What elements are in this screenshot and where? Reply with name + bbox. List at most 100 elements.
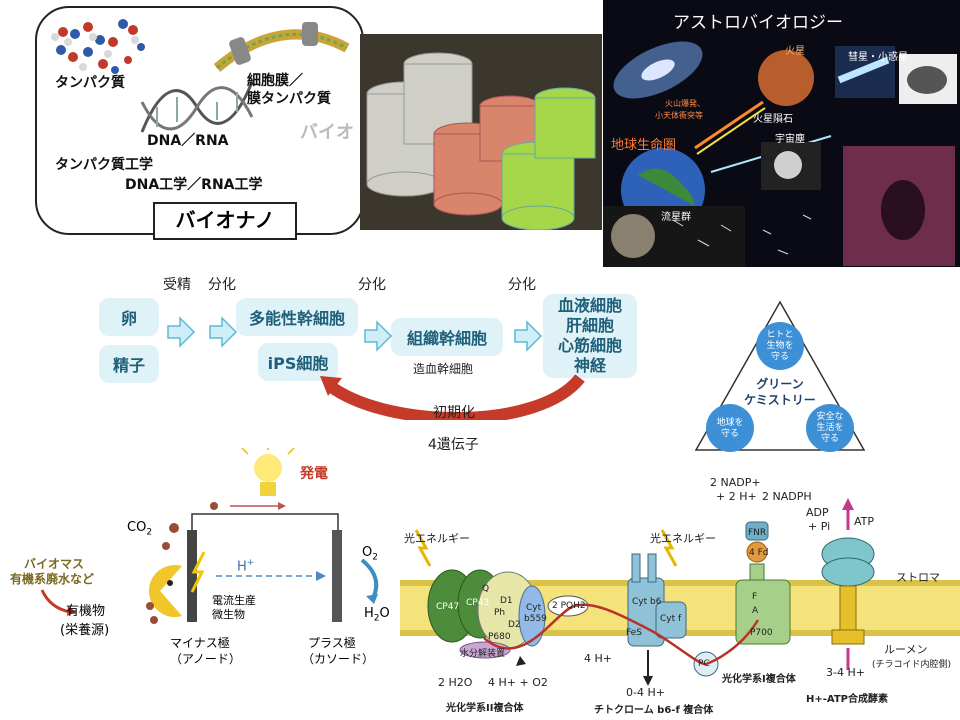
biomass-label-1: バイオマス xyxy=(24,557,85,571)
organic-matter-label-1: 有機物 xyxy=(66,604,106,619)
external-wire xyxy=(191,513,339,544)
d1-label: D1 xyxy=(500,596,513,606)
psii-oxygen-label: 4 H+ + O2 xyxy=(488,676,548,689)
bio-side-label: バイオ xyxy=(300,122,354,143)
cyt-b559-label-1: Cyt xyxy=(526,603,542,613)
adp-label-1: ADP xyxy=(806,506,829,519)
nadph-label: 2 NADPH xyxy=(762,490,812,503)
protein-structure-image xyxy=(51,19,145,74)
biomass-arrow xyxy=(40,589,71,614)
stroma-label: ストロマ xyxy=(896,571,940,584)
dna-rna-engineering-label: DNA工学／RNA工学 xyxy=(125,177,263,193)
p700-label: P700 xyxy=(750,628,773,638)
cyt-b559 xyxy=(518,585,546,647)
electron-transport-path xyxy=(483,603,760,666)
reprogramming-arrow xyxy=(326,374,585,420)
petri-dishes-image xyxy=(360,34,602,230)
biosphere-label: 地球生命圏 xyxy=(611,138,677,153)
fuel-cell-diagram xyxy=(40,448,379,624)
meteor-shower-label: 流星群 xyxy=(661,212,691,223)
light-energy-label-1: 光エネルギー xyxy=(404,532,470,545)
psi-f-label: F xyxy=(752,592,758,602)
lightning-icon xyxy=(190,551,206,593)
psii-title: 光化学系II複合体 xyxy=(446,703,524,714)
cell-membrane-label: 細胞膜／ xyxy=(247,73,303,89)
co2-label: CO2 xyxy=(127,520,153,538)
differentiated-cells-box: 血液細胞 肝細胞 心筋細胞 神経 xyxy=(543,294,637,378)
power-generation-label: 発電 xyxy=(300,466,328,482)
atp-proton-label: 3-4 H+ xyxy=(826,666,865,679)
dna-helix-image xyxy=(140,81,254,133)
microbe-label-2: 微生物 xyxy=(212,608,245,621)
arrow-right-icon xyxy=(167,316,196,348)
fd-label: 4 Fd xyxy=(749,548,769,558)
protect-humans-label: ヒトと生物を守る xyxy=(766,330,794,362)
astrobiology-title: アストロバイオロジー xyxy=(673,13,843,33)
differentiation-label-3: 分化 xyxy=(508,277,536,293)
p680-label: P680 xyxy=(488,632,511,642)
fnr-label: FNR xyxy=(748,528,767,538)
protein-engineering-label: タンパク質工学 xyxy=(55,157,153,173)
lumen-label-2: (チラコイド内腔側) xyxy=(872,660,952,670)
meteor-image xyxy=(611,214,655,258)
bio-nano-panel: タンパク質 細胞膜／ 膜タンパク質 DNA／RNA タンパク質工学 DNA工学／… xyxy=(35,6,364,235)
protect-life-label: 安全な生活を守る xyxy=(816,412,844,444)
dna-rna-label: DNA／RNA xyxy=(147,133,229,149)
quinone-label: Q xyxy=(482,584,490,594)
lumen-label-1: ルーメン xyxy=(884,643,928,656)
petri-dish-photo: バイオ xyxy=(360,34,602,230)
fnr xyxy=(745,521,769,541)
cathode-electrode xyxy=(332,530,342,622)
lightning-icon-2 xyxy=(660,529,678,567)
adp-label-2: + Pi xyxy=(808,520,831,533)
anode-label-2: （アノード） xyxy=(170,652,241,666)
volcano-label: 火山爆発、 xyxy=(665,99,705,108)
pluripotent-stem-cell-box: 多能性幹細胞 xyxy=(236,298,358,336)
mars-label: 火星 xyxy=(785,46,805,57)
oxygen-arrow xyxy=(360,558,379,601)
light-bulb-icon xyxy=(254,454,282,482)
cyt-b559-label-2: b559 xyxy=(524,614,547,624)
differentiation-label-1: 分化 xyxy=(208,277,236,293)
astro-graphics xyxy=(603,41,957,267)
comet-label: 彗星・小惑星 xyxy=(848,52,908,63)
green-chemistry-title: グリーンケミストリー xyxy=(744,377,816,407)
anode-label-1: マイナス極 xyxy=(170,636,230,650)
neuron-label: 神経 xyxy=(573,356,606,375)
arrow-right-icon-4 xyxy=(514,320,543,352)
astrobiology-panel: アストロバイオロジー 火星 彗星・小惑星 火山爆発、 小天体衝突等 火星隕石 地… xyxy=(603,0,960,267)
sperm-box: 精子 xyxy=(99,345,159,383)
atp-synthase-title: H+-ATP合成酵素 xyxy=(806,694,889,705)
cell-membrane-image xyxy=(213,22,350,72)
four-genes-label: 4遺伝子 xyxy=(428,437,479,453)
bio-nano-title: バイオナノ xyxy=(153,202,297,240)
h2o-label: H2O xyxy=(364,606,390,624)
microbe-icon xyxy=(148,565,183,618)
comet-image xyxy=(837,56,890,84)
hematopoietic-stem-cell-label: 造血幹細胞 xyxy=(413,362,474,376)
cyt-b6-label: Cyt b6 xyxy=(632,597,662,607)
orange-arrow xyxy=(694,100,764,150)
proton-label: H+ xyxy=(237,558,255,575)
reprogramming-label: 初期化 xyxy=(433,405,475,421)
tissue-stem-cell-box: 組織幹細胞 xyxy=(391,318,503,356)
mars-meteorite-label: 火星隕石 xyxy=(753,114,793,125)
microbe-label-1: 電流生産 xyxy=(212,594,256,607)
atp-label: ATP xyxy=(854,515,875,528)
d2-label: D2 xyxy=(508,620,521,630)
reprogramming-arrowhead xyxy=(320,376,342,396)
o2-label: O2 xyxy=(362,545,378,563)
arrow-right-icon-3 xyxy=(364,320,393,352)
protein-label: タンパク質 xyxy=(55,75,125,91)
cathode-label-2: （カソード） xyxy=(302,652,375,666)
organic-matter-label-2: (栄養源) xyxy=(60,623,110,638)
protect-earth-label: 地球を守る xyxy=(716,418,744,439)
cp43-label: CP43 xyxy=(466,598,490,608)
green-chemistry-panel: ヒトと生物を守る 地球を守る 安全な生活を守る グリーンケミストリー xyxy=(690,296,870,456)
ips-cell-box: iPS細胞 xyxy=(258,343,338,381)
proton-release-label: 4 H+ xyxy=(584,652,612,665)
light-energy-label-2: 光エネルギー xyxy=(650,532,716,545)
liver-cell-label: 肝細胞 xyxy=(565,316,614,335)
cyt-proton-label: 0-4 H+ xyxy=(626,686,665,699)
cathode-label-1: プラス極 xyxy=(308,636,356,650)
